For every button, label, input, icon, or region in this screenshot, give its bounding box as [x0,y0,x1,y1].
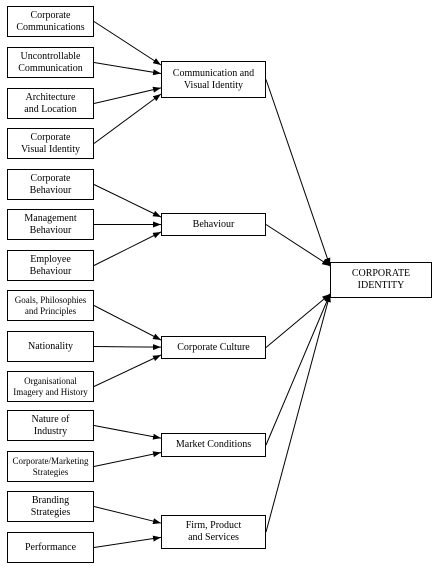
node-market-conditions: Market Conditions [161,433,266,457]
node-architecture-and-location: Architecture and Location [7,88,94,119]
node-corporate-visual-identity: Corporate Visual Identity [7,128,94,159]
node-corporate-communications: Corporate Communications [7,6,94,37]
arrow-m5-to-t [265,293,331,533]
arrow-s2-to-m1 [93,62,162,76]
arrow-s11-to-m4 [93,425,162,440]
arrow-s10-to-m3 [93,354,162,387]
node-management-behaviour: Management Behaviour [7,209,94,240]
node-nationality: Nationality [7,331,94,362]
arrow-s4-to-m1 [93,93,162,144]
arrow-s9-to-m3 [93,344,162,351]
node-corporate-culture: Corporate Culture [161,336,266,359]
node-organisational-imagery-history: Organisational Imagery and History [7,371,94,402]
node-employee-behaviour: Employee Behaviour [7,250,94,281]
arrow-s7-to-m2 [93,231,162,266]
node-behaviour: Behaviour [161,213,266,236]
node-performance: Performance [7,532,94,563]
node-communication-and-visual-identity: Communication and Visual Identity [161,61,266,98]
arrow-m1-to-t [265,79,331,267]
arrow-m2-to-t [265,224,331,267]
node-goals-philosophies-principles: Goals, Philosophies and Principles [7,290,94,321]
arrow-s13-to-m5 [93,506,162,525]
arrow-s12-to-m4 [93,451,162,467]
arrow-m3-to-t [265,293,331,348]
arrow-s8-to-m3 [93,305,162,341]
node-firm-product-services: Firm, Product and Services [161,515,266,549]
node-branding-strategies: Branding Strategies [7,491,94,522]
node-corporate-behaviour: Corporate Behaviour [7,169,94,200]
node-corporate-identity: CORPORATE IDENTITY [330,262,432,298]
arrow-s1-to-m1 [93,21,162,66]
arrow-m4-to-t [265,293,331,446]
node-corporate-marketing-strategies: Corporate/Marketing Strategies [7,451,94,482]
node-uncontrollable-communication: Uncontrollable Communication [7,47,94,78]
arrow-s3-to-m1 [93,86,162,104]
arrow-s5-to-m2 [93,184,162,218]
arrow-s14-to-m5 [93,535,162,548]
node-nature-of-industry: Nature of Industry [7,410,94,441]
